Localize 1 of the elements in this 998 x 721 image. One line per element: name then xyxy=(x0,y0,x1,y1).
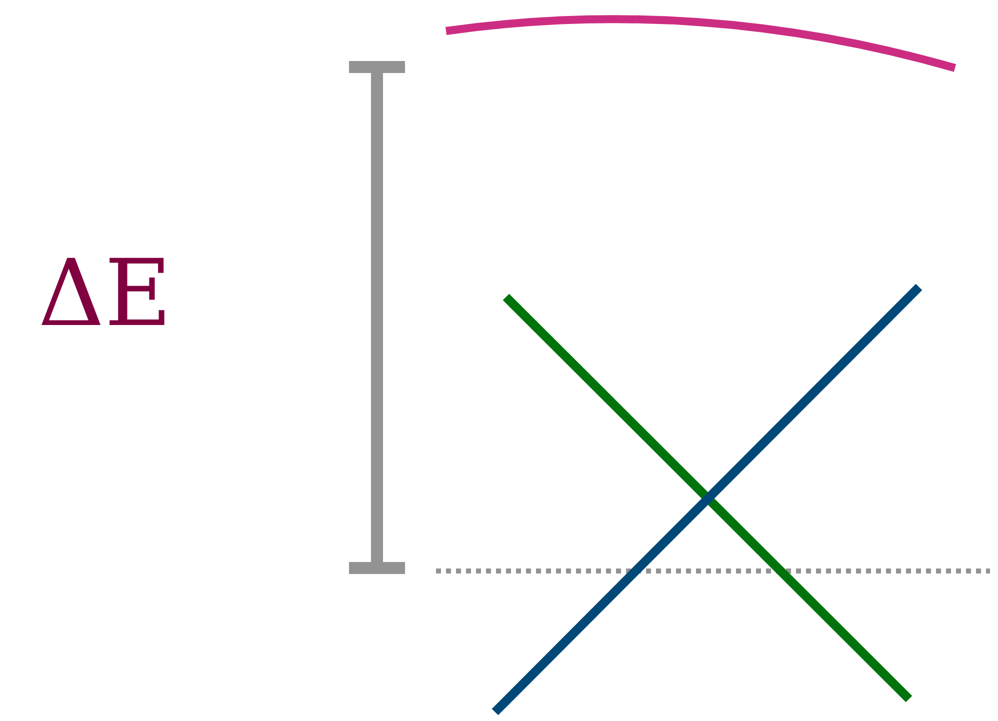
energy-gap-label: ΔE xyxy=(38,248,172,340)
